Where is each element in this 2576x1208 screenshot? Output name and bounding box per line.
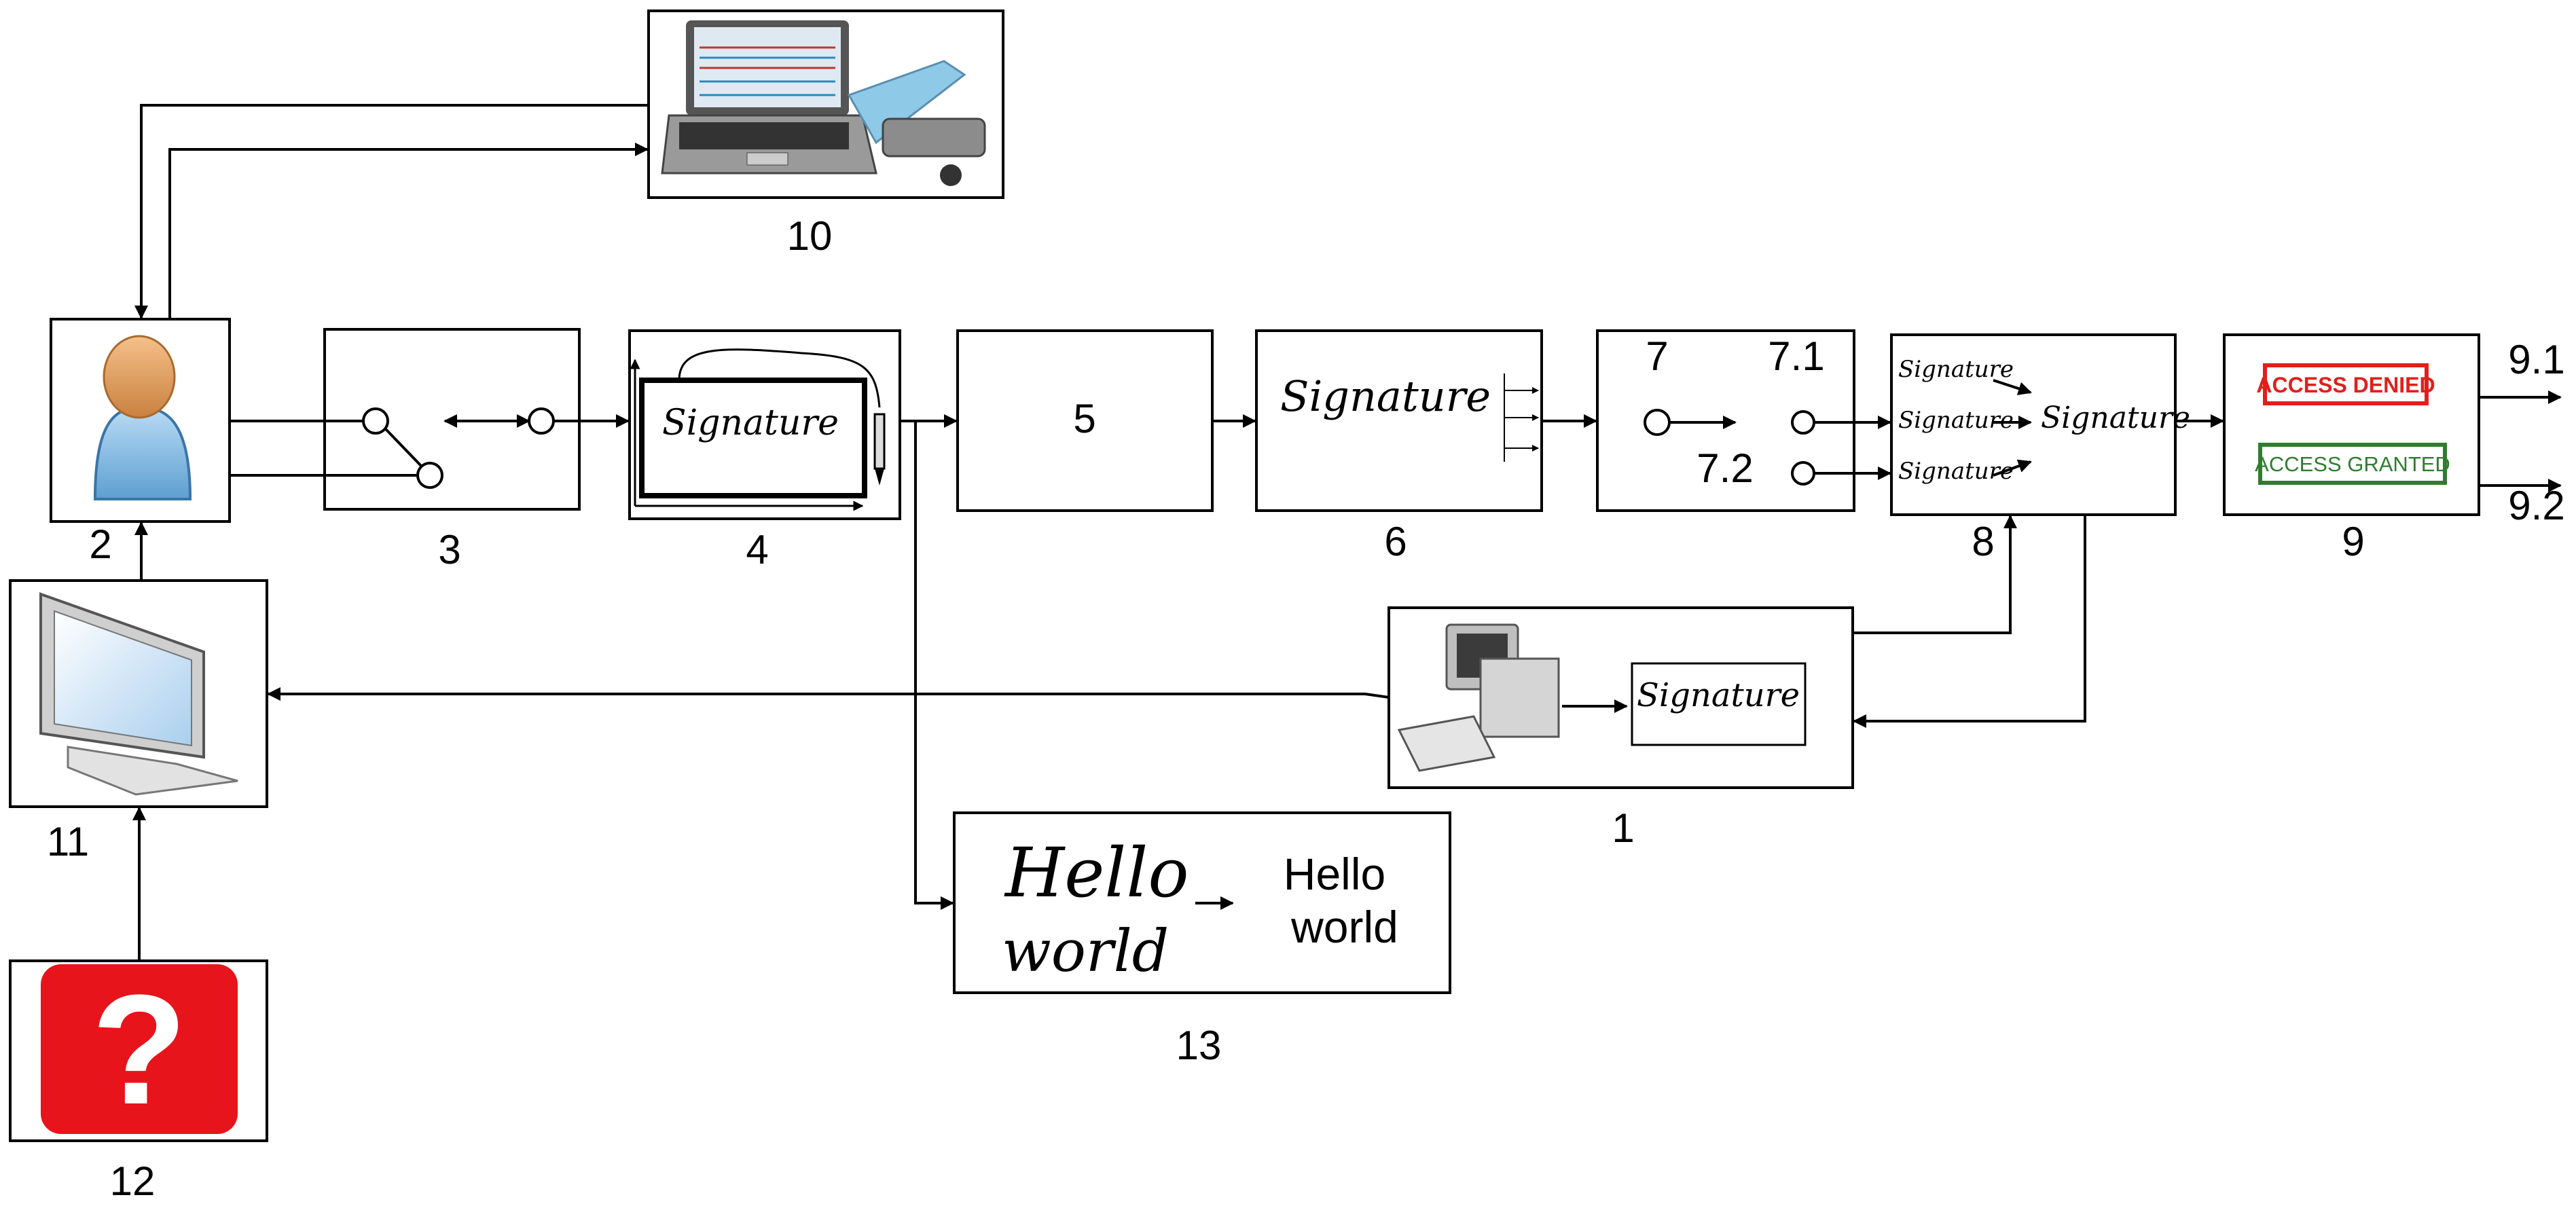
block-13-world-hand: world <box>1002 918 1169 985</box>
block-4-signature: Signature <box>662 403 839 443</box>
block-12-label: 12 <box>110 1158 156 1204</box>
block-8-signature: Signature <box>2041 401 2190 435</box>
block-5-label: 5 <box>1073 396 1095 441</box>
block-8-sig-3: Signature <box>1898 458 2014 485</box>
block-4: Signature 4 <box>628 329 901 572</box>
block-4-label: 4 <box>746 527 768 572</box>
block-3: 3 <box>323 328 581 572</box>
block-1-label: 1 <box>1612 805 1634 851</box>
desktop-computer-icon <box>1397 623 1560 772</box>
block-10: 10 <box>647 10 1004 259</box>
xyz-axes <box>1504 373 1539 462</box>
block-5-frame <box>956 329 1214 512</box>
laptop-device-icon <box>661 20 986 186</box>
block-1-signature: Signature <box>1637 676 1800 714</box>
block-11: 11 <box>9 579 268 864</box>
block-6-frame <box>1255 329 1543 512</box>
block-8-sig-1: Signature <box>1898 356 2014 383</box>
connections <box>132 104 2562 961</box>
block-11-label: 11 <box>47 819 89 864</box>
block-2-label: 2 <box>89 521 111 567</box>
output-9-1-label: 9.1 <box>2508 337 2564 382</box>
block-6-label: 6 <box>1384 519 1407 564</box>
svg-text:?: ? <box>92 962 187 1137</box>
block-8: Signature Signature Signature Signature … <box>1890 333 2190 564</box>
signature-tablet-icon <box>630 348 886 511</box>
block-7-label: 7 <box>1646 333 1668 379</box>
block-13-recognized-line2: world <box>1290 902 1398 952</box>
block-13-hello-hand: Hello <box>1004 833 1189 913</box>
block-6: Signature 6 <box>1255 329 1543 564</box>
block-3-label: 3 <box>438 527 460 572</box>
block-7: 7 7.1 7.2 <box>1596 329 1855 512</box>
block-8-label: 8 <box>1972 519 1994 564</box>
access-granted-text: ACCESS GRANTED <box>2255 452 2450 476</box>
block-9-label: 9 <box>2342 519 2364 564</box>
question-mark-icon: ? <box>41 962 238 1137</box>
block-10-label: 10 <box>787 213 833 259</box>
block-7-2-label: 7.2 <box>1697 445 1753 491</box>
block-13-label: 13 <box>1176 1023 1222 1068</box>
block-6-signature: Signature <box>1280 371 1491 421</box>
block-9: ACCESS DENIED ACCESS GRANTED 9 9.1 9.2 <box>2223 333 2565 564</box>
block-7-1-label: 7.1 <box>1768 333 1824 379</box>
monitor-icon <box>39 592 238 796</box>
block-8-sig-2: Signature <box>1898 407 2014 434</box>
block-2: 2 <box>50 318 231 567</box>
user-icon <box>93 335 192 500</box>
block-12: ? 12 <box>9 959 268 1204</box>
block-13: Hello world Hello world 13 <box>953 811 1451 1068</box>
block-13-recognized-line1: Hello <box>1284 849 1385 899</box>
block-9-frame <box>2223 333 2480 516</box>
block-8-frame <box>1890 333 2177 516</box>
output-9-2-label: 9.2 <box>2508 483 2564 528</box>
access-denied-text: ACCESS DENIED <box>2256 373 2435 397</box>
access-granted-stamp <box>2258 443 2447 485</box>
block-1: Signature 1 <box>1387 606 1854 851</box>
block-5: 5 <box>956 329 1214 512</box>
access-denied-stamp <box>2263 363 2429 405</box>
